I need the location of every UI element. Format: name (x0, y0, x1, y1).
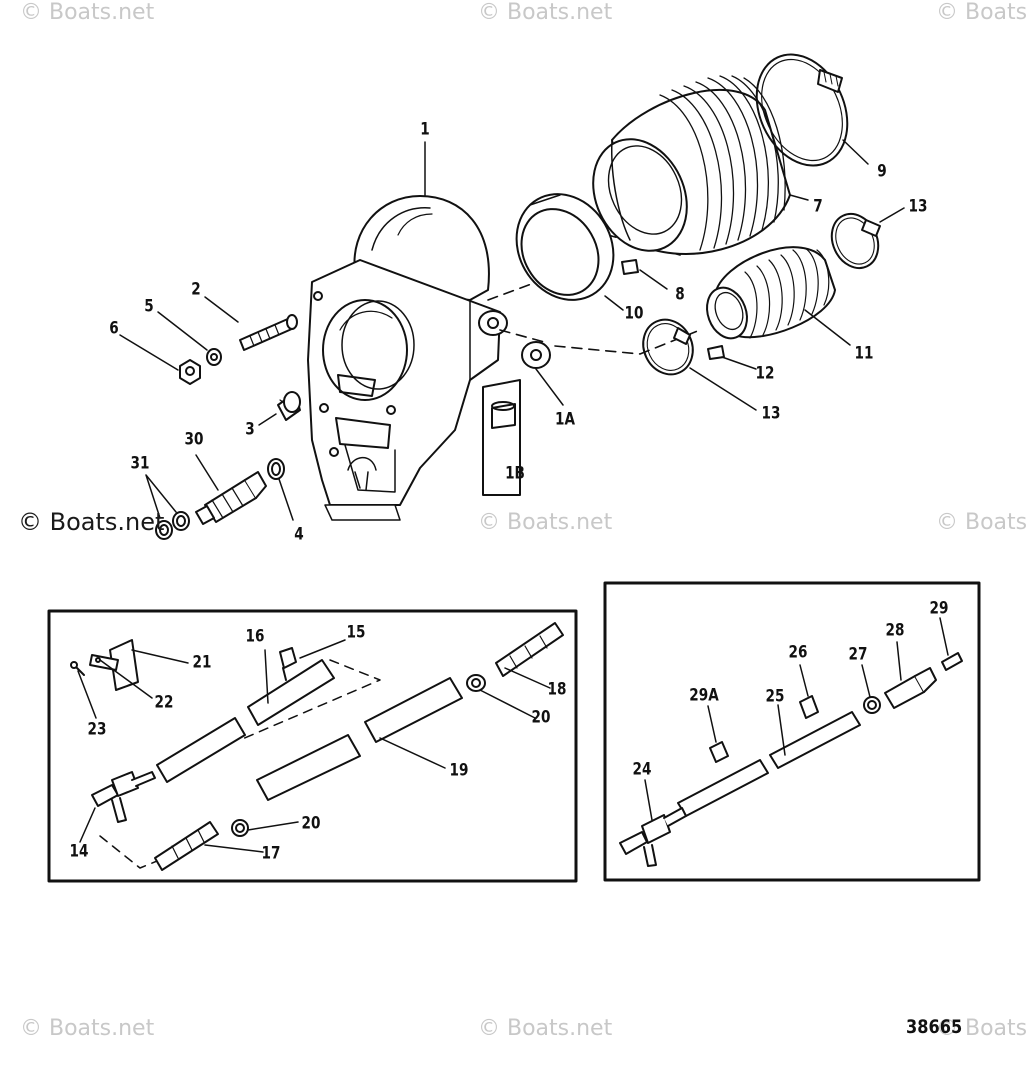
callout-21: 21 (192, 652, 212, 673)
watermark-top-right: © Boats.net (936, 0, 1028, 25)
callout-31: 31 (130, 453, 150, 474)
washer-part-5 (206, 348, 222, 366)
callout-7: 7 (813, 196, 823, 217)
callout-30: 30 (184, 429, 204, 450)
callout-9: 9 (877, 161, 887, 182)
right-panel-frame (603, 581, 981, 882)
valve-part-30 (195, 471, 267, 525)
watermark-bottom-center: © Boats.net (478, 1016, 613, 1041)
watermark-top-left: © Boats.net (20, 0, 155, 25)
bushing-part-1b (482, 379, 521, 496)
callout-1: 1 (420, 119, 430, 140)
clamp-part-13-lower (642, 318, 694, 376)
o-rings-part-31 (155, 511, 190, 540)
callout-13-lower: 13 (761, 403, 781, 424)
callout-15: 15 (346, 622, 366, 643)
callout-1b: 1B (505, 463, 525, 484)
washer-part-1a (521, 341, 551, 369)
callout-6: 6 (109, 318, 119, 339)
left-panel-frame (47, 609, 578, 883)
screw-part-23 (70, 661, 85, 676)
watermark-middle-right: © Boats.net (936, 510, 1028, 535)
watermark-top-center: © Boats.net (478, 0, 613, 25)
fitting-part-18 (495, 622, 564, 677)
clamp-part-9 (755, 53, 849, 167)
clamp-part-29a (709, 741, 729, 763)
callout-5: 5 (144, 296, 154, 317)
fitting-part-17 (154, 821, 219, 871)
callout-20-upper: 20 (531, 707, 551, 728)
clip-part-8 (621, 259, 639, 275)
callout-27: 27 (848, 644, 868, 665)
callout-2: 2 (191, 279, 201, 300)
bellows-part-7 (592, 75, 791, 255)
exhaust-bellows-part-11 (706, 246, 836, 340)
callout-16: 16 (245, 626, 265, 647)
hose-part-25 (677, 711, 861, 817)
callout-4: 4 (294, 524, 304, 545)
o-ring-part-4 (267, 458, 285, 480)
callout-12: 12 (755, 363, 775, 384)
watermark-middle-left: © Boats.net (18, 508, 165, 536)
hose-part-19 (256, 677, 463, 801)
tee-fitting-part-24 (619, 807, 687, 867)
callout-11: 11 (854, 343, 874, 364)
callout-17: 17 (261, 843, 281, 864)
stud-part-2 (239, 314, 298, 351)
callout-14: 14 (69, 841, 89, 862)
bracket-part-21 (109, 639, 139, 691)
tee-fitting-part-14 (91, 771, 156, 823)
clamp-part-26 (799, 695, 819, 719)
clamp-part-20-upper (466, 674, 486, 692)
callout-25: 25 (765, 686, 785, 707)
callout-18: 18 (547, 679, 567, 700)
fitting-part-28 (884, 667, 937, 709)
callout-20-lower: 20 (301, 813, 321, 834)
callout-22: 22 (154, 692, 174, 713)
hose-part-16 (156, 659, 335, 783)
callout-1a: 1A (555, 409, 575, 430)
gimbal-housing-part-1 (307, 195, 508, 521)
callout-29a: 29A (689, 685, 719, 706)
fitting-part-15 (279, 647, 297, 681)
callout-23: 23 (87, 719, 107, 740)
fitting-part-3 (277, 391, 301, 421)
callout-24: 24 (632, 759, 652, 780)
callout-29: 29 (929, 598, 949, 619)
watermark-bottom-right: © Boats.net (936, 1016, 1028, 1041)
clamp-part-20-lower (231, 819, 249, 837)
nut-part-6 (179, 359, 201, 385)
ring-part-10 (515, 193, 615, 301)
watermark-bottom-left: © Boats.net (20, 1016, 155, 1041)
callout-26: 26 (788, 642, 808, 663)
callout-8: 8 (675, 284, 685, 305)
callout-3: 3 (245, 419, 255, 440)
callout-28: 28 (885, 620, 905, 641)
clamp-part-13-upper (830, 212, 881, 270)
callout-19: 19 (449, 760, 469, 781)
fitting-part-29 (941, 652, 963, 671)
callout-10: 10 (624, 303, 644, 324)
callout-13-upper: 13 (908, 196, 928, 217)
watermark-middle-center: © Boats.net (478, 510, 613, 535)
ring-part-27 (863, 696, 881, 714)
figure-number: 38665 (906, 1016, 963, 1038)
